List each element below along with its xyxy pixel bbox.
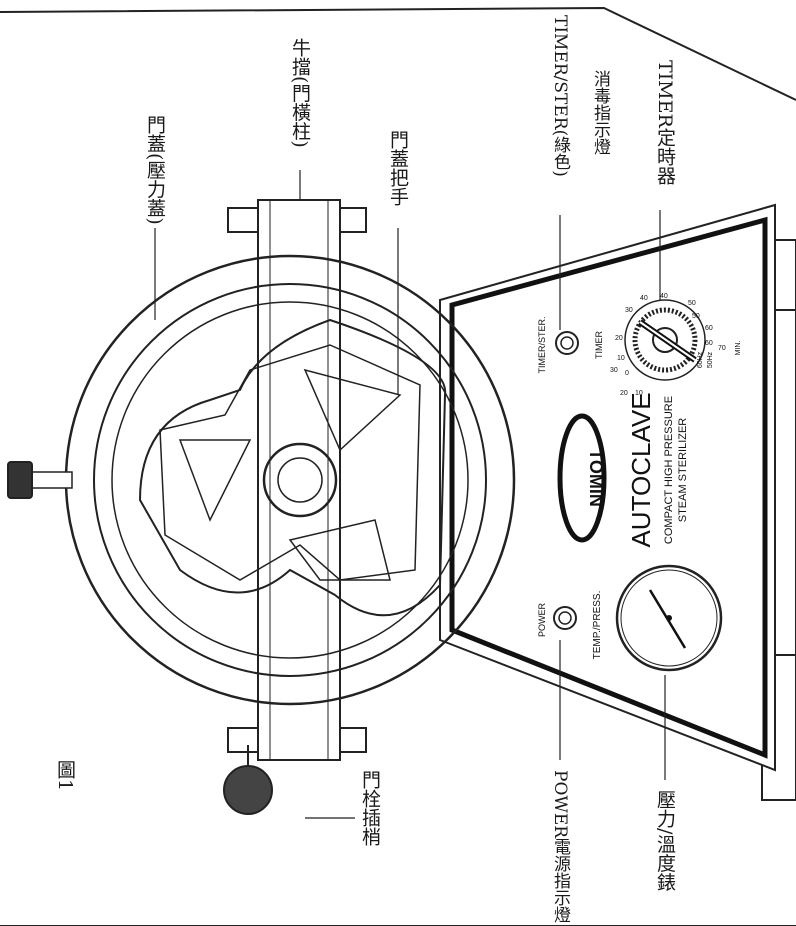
svg-text:60: 60 (705, 325, 713, 332)
svg-text:40: 40 (660, 293, 668, 300)
label-gauge: 壓力/溫度錶 (654, 790, 676, 891)
label-door-handle: 門蓋把手 (387, 130, 409, 206)
door-handle[interactable] (138, 318, 447, 617)
figure-caption: 圖1 (54, 760, 76, 791)
control-panel (439, 203, 776, 772)
hz60-label: 60Hz (697, 351, 704, 368)
svg-text:20: 20 (620, 390, 628, 397)
svg-text:40: 40 (640, 295, 648, 302)
gauge-title: TEMP./PRESS. (592, 591, 603, 660)
svg-text:10: 10 (617, 355, 625, 362)
pressure-gauge (615, 564, 723, 672)
product-subtitle-1: COMPACT HIGH PRESSURE (663, 396, 675, 544)
brand-text: TOMIN (586, 449, 606, 507)
timer-lamp (555, 331, 579, 355)
svg-text:30: 30 (610, 367, 618, 374)
timer-ticks: 0 10 10 20 20 30 30 40 40 50 50 60 60 70 (610, 293, 726, 397)
label-timer-lamp-sub: 消毒指示燈 (590, 70, 611, 155)
svg-text:20: 20 (615, 335, 623, 342)
timer-dial[interactable] (624, 299, 706, 381)
min-label: MIN. (735, 341, 742, 356)
svg-text:50: 50 (688, 300, 696, 307)
callout-lines (154, 170, 666, 819)
door-pin[interactable] (223, 745, 273, 815)
svg-text:30: 30 (625, 307, 633, 314)
pressure-knob[interactable] (7, 461, 73, 499)
product-name: AUTOCLAVE (626, 392, 656, 547)
power-lamp-label: POWER (537, 603, 547, 638)
svg-text:70: 70 (718, 345, 726, 352)
label-bracket: 牛擋(門橫柱) (289, 38, 311, 148)
timer-title: TIMER (594, 331, 604, 359)
svg-text:60: 60 (705, 340, 713, 347)
power-lamp (553, 606, 577, 630)
label-door-pin: 門栓插梢 (359, 770, 381, 846)
label-door-cover: 門蓋(壓力蓋) (144, 115, 166, 225)
timer-lamp-label: TIMER/STER. (537, 316, 547, 373)
svg-text:50: 50 (692, 313, 700, 320)
svg-text:0: 0 (625, 370, 629, 377)
product-subtitle-2: STEAM STERILIZER (677, 418, 689, 523)
hz50-label: 50Hz (707, 351, 714, 368)
door-bracket (227, 199, 367, 761)
svg-text:10: 10 (635, 390, 643, 397)
brand-logo: TOMIN (557, 413, 607, 543)
label-timer-lamp: TIMER/STER(綠色) (550, 15, 571, 177)
label-power-lamp: POWER電源指示燈 (550, 770, 571, 923)
label-timer-dial: TIMER定時器 (654, 60, 676, 185)
